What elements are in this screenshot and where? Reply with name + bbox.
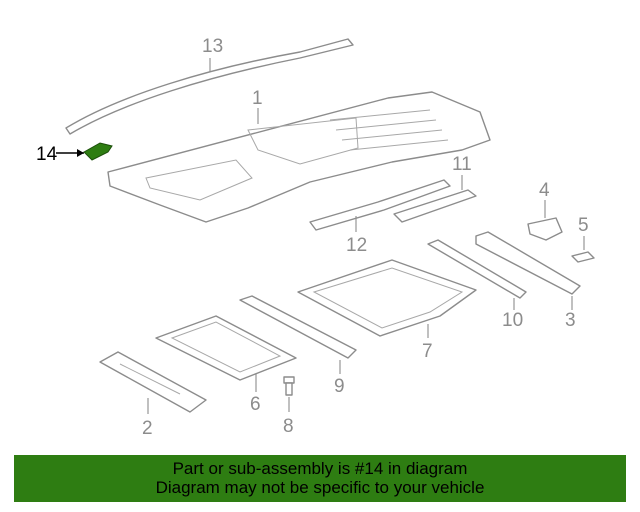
part-9-roof-bow[interactable]: 9: [239, 295, 357, 397]
part-4-bracket[interactable]: 4: [527, 180, 563, 241]
callout-3: 3: [565, 310, 576, 331]
callout-12: 12: [346, 235, 367, 256]
callout-4: 4: [539, 180, 550, 201]
part-14-bracket[interactable]: 14: [36, 142, 113, 165]
part-13-roof-molding[interactable]: 13: [65, 36, 354, 135]
callout-8: 8: [283, 416, 294, 437]
part-6-sunroof-frame[interactable]: 6: [155, 315, 297, 415]
banner-line-1: Part or sub-assembly is #14 in diagram: [172, 459, 468, 478]
notice-banner: Part or sub-assembly is #14 in diagram D…: [14, 455, 626, 502]
part-3-rear-header[interactable]: 3: [475, 231, 581, 331]
part-11-roof-bow[interactable]: 11: [393, 154, 477, 223]
callout-10: 10: [502, 310, 523, 331]
callout-11: 11: [452, 154, 472, 175]
part-7-sunroof-frame[interactable]: 7: [297, 259, 477, 362]
callout-2: 2: [142, 418, 153, 439]
part-12-roof-bow[interactable]: 12: [309, 179, 451, 256]
callout-13: 13: [202, 36, 223, 57]
callout-5: 5: [578, 215, 589, 236]
part-10-rear-bow[interactable]: 10: [427, 239, 527, 331]
part-1-roof-panel[interactable]: 1: [107, 88, 491, 223]
banner-line-2: Diagram may not be specific to your vehi…: [155, 478, 485, 497]
callout-1: 1: [252, 88, 263, 109]
part-5-plug[interactable]: 5: [571, 215, 595, 263]
callout-6: 6: [250, 394, 261, 415]
part-2-front-header[interactable]: 2: [99, 351, 207, 439]
callout-14: 14: [36, 144, 58, 165]
callout-9: 9: [334, 376, 345, 397]
part-8-bolt[interactable]: 8: [283, 376, 295, 437]
callout-7: 7: [422, 341, 433, 362]
